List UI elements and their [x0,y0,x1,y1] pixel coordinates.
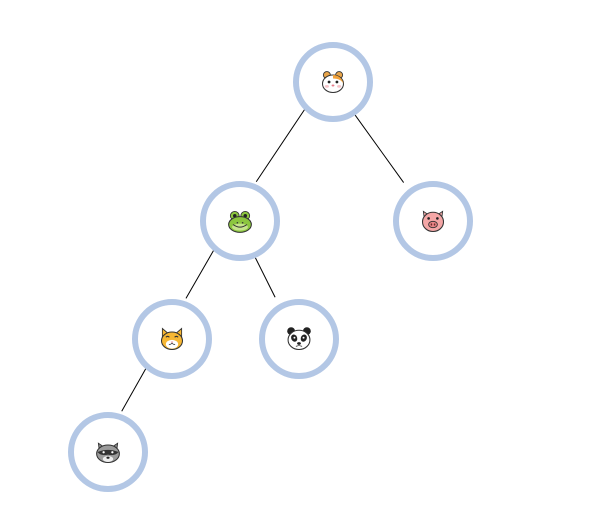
edge-hamster-pig [349,108,405,183]
pig-face-icon [421,210,445,233]
raccoon-face-icon [96,442,120,464]
tree-node-pig[interactable] [393,181,473,261]
tree-node-cat[interactable] [132,299,212,379]
tree-node-raccoon[interactable] [68,412,148,492]
edge-cat-raccoon [121,367,147,412]
edge-frog-cat [185,249,215,299]
tree-node-hamster[interactable] [293,42,373,122]
panda-face-icon [287,327,311,351]
edge-frog-panda [251,250,276,298]
cat-face-icon [160,327,184,351]
frog-face-icon [228,210,252,233]
tree-node-panda[interactable] [259,299,339,379]
hamster-face-icon [321,71,345,94]
tree-node-frog[interactable] [200,181,280,261]
edge-hamster-frog [255,108,306,183]
